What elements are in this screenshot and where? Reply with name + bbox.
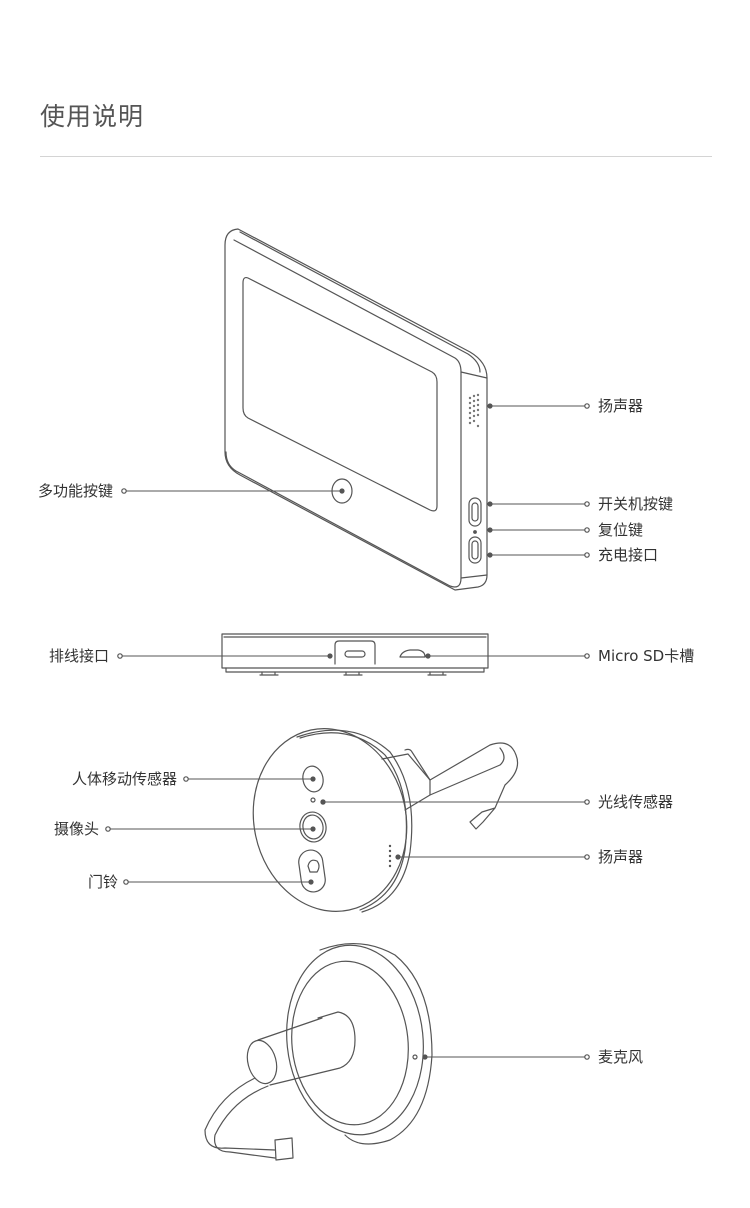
page-title: 使用说明 [40,102,145,131]
label-power-button: 开关机按键 [598,495,674,513]
display-bottom-drawing [221,633,489,676]
label-reset-button: 复位键 [598,521,644,539]
charging-port-shape [468,536,482,564]
title-divider [40,156,712,157]
label-doorbell: 门铃 [87,873,118,891]
camera-lens-shape [299,811,327,843]
label-display-speaker: 扬声器 [598,397,644,415]
label-light-sensor: 光线传感器 [598,793,674,811]
label-ribbon-port: 排线接口 [48,647,109,665]
label-camera: 摄像头 [53,820,99,838]
label-motion-sensor: 人体移动传感器 [71,770,177,788]
screen-outline [242,276,438,512]
label-charging-port: 充电接口 [598,546,659,564]
label-microphone: 麦克风 [598,1048,644,1066]
motion-sensor-shape [302,765,324,793]
doorbell-shape [298,849,326,893]
callout-lines [105,403,590,1060]
label-sd-slot: Micro SD卡槽 [598,647,695,665]
speaker-grille [468,393,480,428]
display-unit-drawing [224,228,488,591]
label-multi-button: 多功能按键 [37,482,113,500]
back-unit-drawing [204,942,433,1161]
camera-unit-drawing [252,728,519,913]
ribbon-port-shape [334,640,376,665]
sd-slot-shape [399,649,426,658]
label-camera-speaker: 扬声器 [598,848,644,866]
power-button-shape [468,497,482,527]
